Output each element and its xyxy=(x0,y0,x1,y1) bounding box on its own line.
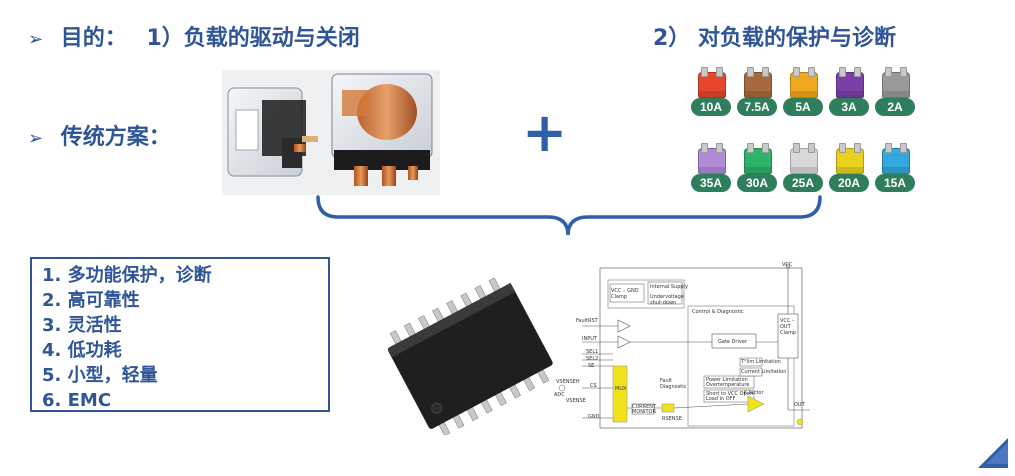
label-t-limitation: T°lim Limitation xyxy=(741,359,781,365)
label-out: OUT xyxy=(794,402,805,408)
label-sel1: SEL1 xyxy=(586,349,599,355)
label-vsense-h: VSENSEH xyxy=(556,379,580,385)
relay-image xyxy=(222,70,440,195)
label-vcc-out-clamp: VCC – OUT Clamp xyxy=(780,318,796,336)
curly-brace-icon xyxy=(316,195,822,236)
fuse-25a: 25A xyxy=(780,143,826,198)
label-faultrst: FaultRST xyxy=(576,318,598,324)
bullet-arrow-icon: ➢ xyxy=(28,29,44,50)
label-rsense: RSENSE xyxy=(662,416,682,422)
fuse-30a: 30A xyxy=(734,143,780,198)
bullet-arrow-icon: ➢ xyxy=(28,128,44,149)
traditional-label: 传统方案： xyxy=(60,125,171,150)
label-mux: MUX xyxy=(615,386,627,392)
chip-image xyxy=(388,277,553,435)
fuse-rating: 25A xyxy=(783,174,823,192)
fuse-20a: 20A xyxy=(826,143,872,198)
label-gnd: GND xyxy=(588,414,600,420)
list-item: 6. EMC xyxy=(42,390,112,411)
label-cs: CS xyxy=(590,383,597,389)
fuse-icon xyxy=(744,67,772,98)
fuse-rating: 30A xyxy=(737,174,777,192)
fuse-rating: 15A xyxy=(875,174,915,192)
block-diagram: VCC VCC – GND Clamp Internal Supply Unde… xyxy=(552,262,810,438)
fuse-icon xyxy=(790,143,818,174)
goal-item-2: 2） 对负载的保护与诊断 xyxy=(653,26,896,51)
list-item: 3. 灵活性 xyxy=(42,315,122,336)
fuse-7-5a: 7.5A xyxy=(734,67,780,122)
fuse-icon xyxy=(882,67,910,98)
label-internal-supply: Internal Supply xyxy=(650,284,688,290)
fuse-rating: 3A xyxy=(829,98,869,116)
fuse-icon xyxy=(836,143,864,174)
fuse-rating: 2A xyxy=(875,98,915,116)
feature-list: 1. 多功能保护，诊断 2. 高可靠性 3. 灵活性 4. 低功耗 5. 小型，… xyxy=(30,257,330,412)
fuse-3a: 3A xyxy=(826,67,872,122)
fuse-icon xyxy=(698,67,726,98)
corner-triangle-icon xyxy=(978,438,1008,468)
list-item: 2. 高可靠性 xyxy=(42,290,140,311)
list-item: 1. 多功能保护，诊断 xyxy=(42,265,212,286)
label-k-factor: K factor xyxy=(744,390,764,396)
label-vcc: VCC xyxy=(782,262,793,268)
list-item: 5. 小型，轻量 xyxy=(42,365,158,386)
fuse-icon xyxy=(836,67,864,98)
goal-label: 目的： xyxy=(60,26,127,51)
label-short-detect: Short to VCC Open Load in OFF xyxy=(706,391,753,402)
fuse-35a: 35A xyxy=(688,143,734,198)
label-clamp: VCC – GND Clamp xyxy=(611,288,639,300)
plus-sign: + xyxy=(522,101,568,164)
label-vsense: VSENSE xyxy=(566,398,586,404)
label-control: Control & Diagnostic xyxy=(692,309,744,315)
label-undervoltage: Undervoltage shut-down xyxy=(650,294,684,306)
label-current-limitation: Current Limitation xyxy=(741,369,787,375)
goal-heading: ➢ 目的： 1）负载的驱动与关闭 xyxy=(28,20,360,52)
label-power-limitation: Power Limitation Overtemperature xyxy=(706,377,750,388)
label-se: SE xyxy=(588,363,595,369)
fuse-rating: 7.5A xyxy=(737,98,777,116)
fuse-rating: 20A xyxy=(829,174,869,192)
fuse-icon xyxy=(698,143,726,174)
label-fault-diag: Fault Diagnostic xyxy=(660,378,687,390)
label-adc: ADC xyxy=(554,392,565,398)
fuse-10a: 10A xyxy=(688,67,734,122)
label-input: INPUT xyxy=(582,336,597,342)
fuse-5a: 5A xyxy=(780,67,826,122)
fuse-rating: 35A xyxy=(691,174,731,192)
goal-item-1: 1）负载的驱动与关闭 xyxy=(146,26,360,51)
fuse-2a: 2A xyxy=(872,67,918,122)
fuse-rating: 10A xyxy=(691,98,731,116)
fuse-icon xyxy=(882,143,910,174)
list-item: 4. 低功耗 xyxy=(42,340,122,361)
fuse-15a: 15A xyxy=(872,143,918,198)
label-current-monitor: CURRENT MONITOR xyxy=(632,404,657,415)
fuse-icon xyxy=(744,143,772,174)
traditional-heading: ➢ 传统方案： xyxy=(28,119,171,151)
fuse-icon xyxy=(790,67,818,98)
diagram-lines xyxy=(558,263,810,429)
label-gate-driver: Gate Driver xyxy=(718,339,747,345)
fuse-rating: 5A xyxy=(783,98,823,116)
label-sel2: SEL2 xyxy=(586,356,599,362)
